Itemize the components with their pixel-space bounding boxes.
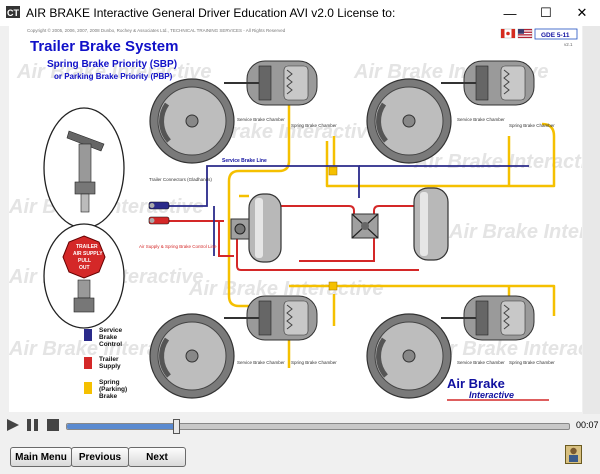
- seek-bar-fill: [67, 424, 178, 429]
- gladhand-supply: [148, 216, 170, 225]
- air-supply-line-label: Air Supply & Spring Brake Control Line: [139, 244, 217, 249]
- seek-thumb[interactable]: [173, 419, 181, 434]
- brake-diagram: Copyright © 2005, 2006, 2007, 2008 Dunbo…: [27, 27, 578, 401]
- service-lines: [169, 165, 529, 256]
- time-display: 00:07: [576, 420, 599, 430]
- slide-area: Air Brake Interactive Air Brake Interact…: [9, 26, 582, 412]
- vertical-scrollbar[interactable]: [583, 26, 600, 414]
- knob-label: PULL: [78, 258, 91, 264]
- brake-chamber-top-right: [441, 60, 535, 106]
- svg-text:Air Brake: Air Brake: [447, 376, 505, 391]
- knob-label: TRAILER: [76, 244, 98, 250]
- next-button[interactable]: Next: [128, 447, 186, 467]
- slide-subtitle-1: Spring Brake Priority (SBP): [47, 59, 177, 70]
- legend-label-spring: Spring(Parking)Brake: [99, 379, 127, 400]
- brake-chamber-top-left: [224, 60, 318, 106]
- spring-chamber-label: Spring Brake Chamber: [509, 123, 555, 128]
- watermark: Air Brake Interactive: [449, 221, 582, 243]
- watermark: Air Brake Interactive: [17, 61, 212, 83]
- relay-valve: [230, 218, 250, 240]
- legend-swatch-spring: [84, 382, 92, 394]
- stop-icon[interactable]: [46, 418, 60, 432]
- slide-subtitle-2: or Parking Brake Priority (PBP): [54, 72, 173, 81]
- brake-drum-top-left: [149, 78, 235, 164]
- spring-chamber-label: Spring Brake Chamber: [291, 360, 337, 365]
- tee-fitting: [328, 166, 338, 176]
- previous-button[interactable]: Previous: [71, 447, 129, 467]
- air-tank-left: [248, 193, 282, 263]
- brake-drum-bottom-right: [366, 313, 452, 399]
- maximize-button[interactable]: ☐: [540, 5, 552, 20]
- legend-swatch-service: [84, 329, 92, 341]
- play-icon[interactable]: [6, 418, 20, 432]
- pause-icon[interactable]: [26, 418, 40, 432]
- watermark: Air Brake Interactive: [429, 338, 582, 360]
- minimize-button[interactable]: —: [503, 5, 517, 21]
- service-brake-line-label: Service Brake Line: [222, 158, 267, 164]
- user-avatar-icon[interactable]: [565, 445, 582, 464]
- brake-chamber-bottom-left: [224, 295, 318, 341]
- brake-drum-bottom-left: [149, 313, 235, 399]
- knob-label: OUT: [79, 265, 90, 271]
- service-chamber-label: Service Brake Chamber: [237, 117, 285, 122]
- title-bar: CT AIR BRAKE Interactive General Driver …: [0, 0, 600, 26]
- service-chamber-label: Service Brake Chamber: [457, 360, 505, 365]
- svg-text:CT: CT: [7, 8, 19, 18]
- canada-flag-icon: [500, 28, 516, 39]
- knob-label: AIR SUPPLY: [73, 251, 103, 257]
- air-tank-right: [413, 187, 449, 261]
- watermark: Air Brake Interactive: [414, 151, 582, 173]
- version-text: v2.1: [564, 42, 573, 47]
- air-brake-interactive-logo: Air Brake Interactive: [447, 376, 549, 401]
- usa-flag-icon: [517, 28, 533, 39]
- window-title: AIR BRAKE Interactive General Driver Edu…: [26, 6, 396, 20]
- brake-chamber-bottom-right: [441, 295, 535, 341]
- spring-chamber-label: Spring Brake Chamber: [291, 123, 337, 128]
- brake-drum-top-right: [366, 78, 452, 164]
- tee-fitting: [328, 281, 338, 291]
- hand-valve-illustration: [43, 107, 125, 229]
- spring-brake-valve: [351, 213, 379, 239]
- slide-code-box: [534, 28, 578, 40]
- svg-text:Interactive: Interactive: [469, 390, 514, 400]
- copyright-text: Copyright © 2005, 2006, 2007, 2008 Dunbo…: [27, 27, 286, 33]
- seek-bar[interactable]: [66, 423, 570, 430]
- service-chamber-label: Service Brake Chamber: [457, 117, 505, 122]
- legend-swatch-supply: [84, 357, 92, 369]
- main-menu-button[interactable]: Main Menu: [10, 447, 72, 467]
- service-chamber-label: Service Brake Chamber: [237, 360, 285, 365]
- gladhand-service: [148, 201, 170, 210]
- spring-chamber-label: Spring Brake Chamber: [509, 360, 555, 365]
- slide-title: Trailer Brake System: [30, 38, 178, 55]
- slide-code: GDE 5-11: [541, 32, 570, 39]
- supply-lines: [169, 205, 419, 271]
- trailer-connectors-label: Trailer Connectors (Gladhands): [149, 177, 212, 182]
- trailer-air-supply-knob: TRAILER AIR SUPPLY PULL OUT: [43, 223, 125, 329]
- close-button[interactable]: ✕: [576, 5, 588, 20]
- app-icon: CT: [6, 6, 20, 18]
